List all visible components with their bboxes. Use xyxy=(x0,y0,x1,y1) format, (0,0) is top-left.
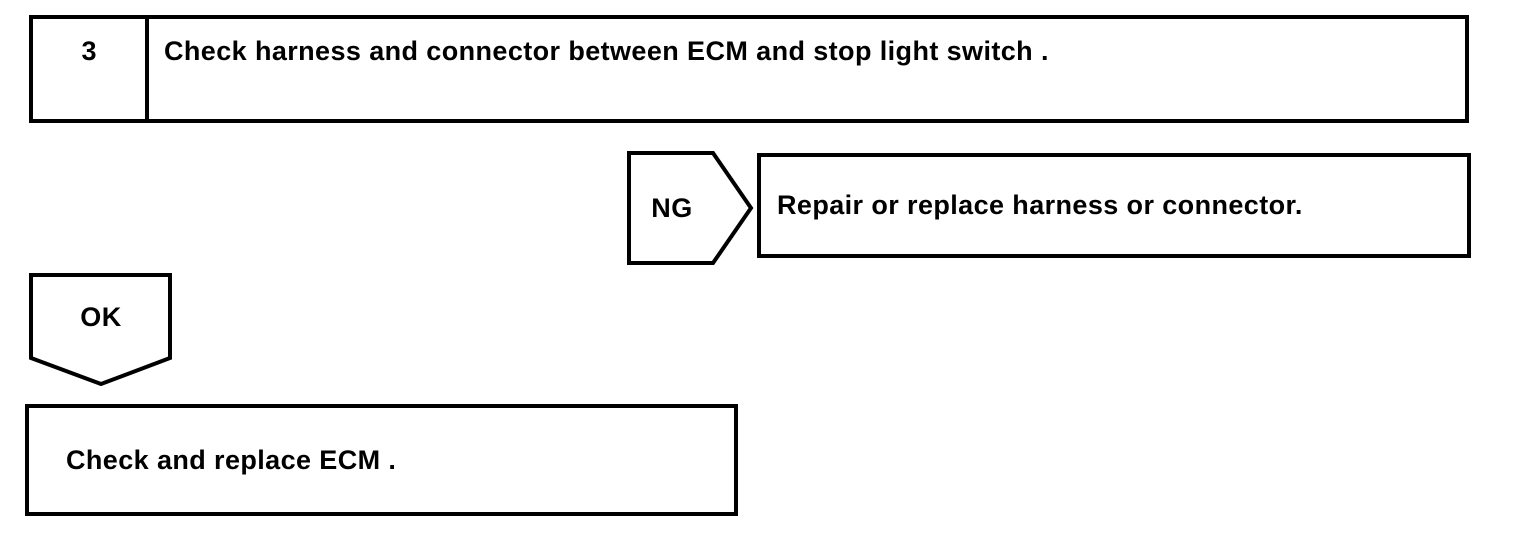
ok-connector-shape xyxy=(29,273,172,387)
ng-connector-label: NG xyxy=(651,192,693,223)
ng-connector-shape xyxy=(627,151,754,265)
ng-action-text: Repair or replace harness or connector. xyxy=(777,190,1303,220)
step-instruction-text: Check harness and connector between ECM … xyxy=(164,36,1049,66)
ok-action-box: Check and replace ECM . xyxy=(25,404,738,516)
ok-connector-label: OK xyxy=(80,301,122,332)
step-box: 3 Check harness and connector between EC… xyxy=(29,15,1469,123)
step-number: 3 xyxy=(33,19,149,119)
ok-action-text: Check and replace ECM . xyxy=(66,444,397,475)
ng-action-box: Repair or replace harness or connector. xyxy=(757,153,1471,258)
